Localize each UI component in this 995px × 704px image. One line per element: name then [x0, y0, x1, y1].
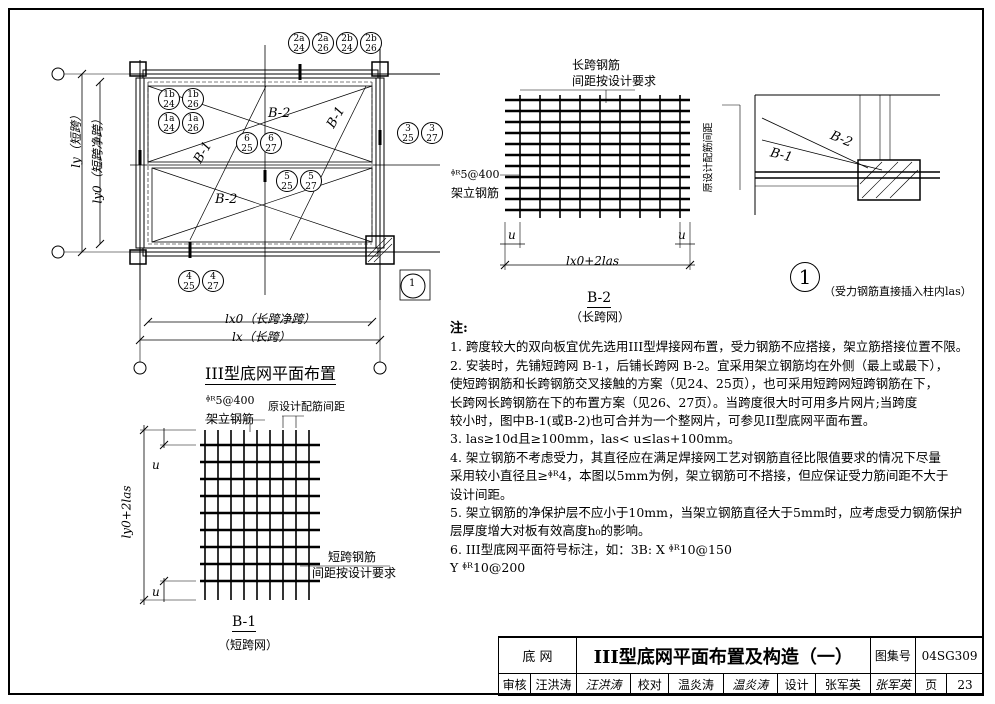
b1-top-label1: ᶲᴿ5@400 [206, 394, 255, 407]
b2-left-label1: ᶲᴿ5@400 [451, 168, 500, 181]
note-line: 2. 安装时，先铺短跨网 B-1，后铺长跨网 B-2。宜采用架立钢筋均在外侧（最… [450, 357, 949, 373]
tb-check-label: 校对 [630, 673, 670, 696]
b2-title: B-2 [587, 290, 612, 308]
note-line: 层厚度增大对板有效高度h₀的影响。 [450, 523, 651, 539]
tb-review-label: 审核 [497, 673, 532, 696]
b2-subtitle: （长跨网） [570, 310, 631, 324]
title-block: 底 网 III型底网平面布置及构造（一） 图集号 04SG309 审核 汪洪涛 … [497, 637, 984, 696]
detail-number: 1 [790, 262, 820, 292]
plan-b2-top: B-2 [268, 106, 291, 121]
tb-designer: 张军英 [815, 673, 871, 696]
note-line: 长跨网长跨钢筋在下的布置方案（见26、27页）。当跨度很大时可用多片网片;当跨度 [450, 394, 918, 410]
plan-detail-ref: 1 [409, 278, 416, 289]
b1-mesh [139, 415, 390, 605]
tb-design-label: 设计 [776, 673, 817, 696]
b1-top-label3: 原设计配筋间距 [268, 400, 345, 413]
note-line: 5. 架立钢筋的净保护层不应小于10mm，当架立钢筋直径大于5mm时，应考虑受力… [450, 505, 963, 521]
tb-atlas-label: 图集号 [869, 637, 917, 674]
detail-1 [722, 94, 940, 215]
ly-label: ly（短跨） [68, 109, 83, 168]
tb-checker-sig: 温炎涛 [722, 673, 778, 696]
tb-page-no: 23 [946, 673, 984, 696]
tb-atlas-no: 04SG309 [915, 637, 984, 674]
lx-label: lx（长跨） [232, 330, 291, 344]
note-line: 6. III型底网平面符号标注，如：3B: X ᶲᴿ10@150 [450, 541, 732, 557]
b1-subtitle: （短跨网） [218, 638, 279, 652]
b1-right-label1: 短跨钢筋 [328, 550, 377, 564]
b2-top-label1: 长跨钢筋 [572, 58, 621, 72]
b2-u-right: u [678, 228, 686, 242]
tb-category: 底 网 [498, 637, 577, 674]
note-line: 较小时，图中B-1(或B-2)也可合并为一个整网片，可参见II型底网平面布置。 [450, 413, 876, 429]
note-line: 采用较小直径且≥ᶲᴿ4，本图以5mm为例，架立钢筋可不搭接，但应保证受力筋间距不… [450, 468, 949, 484]
note-line: 1. 跨度较大的双向板宜优先选用III型焊接网布置，受力钢筋不应搭接，架立筋搭接… [450, 339, 969, 355]
b2-mesh [500, 89, 695, 270]
notes: 注: 1. 跨度较大的双向板宜优先选用III型焊接网布置，受力钢筋不应搭接，架立… [450, 320, 990, 578]
b1-u-bottom: u [152, 585, 160, 599]
drawing-frame [8, 8, 984, 695]
lx0-label: lx0（长跨净跨） [225, 312, 316, 326]
tb-reviewer: 汪洪涛 [530, 673, 577, 696]
b2-top-label2: 间距按设计要求 [572, 74, 657, 88]
tb-checker: 温炎涛 [668, 673, 724, 696]
b1-top-label2: 架立钢筋 [206, 412, 255, 426]
plan-b2-bottom: B-2 [215, 192, 238, 207]
b1-title: B-1 [232, 614, 257, 632]
note-line: 4. 架立钢筋不考虑受力，其直径应在满足焊接网工艺对钢筋直径比限值要求的情况下尽… [450, 449, 941, 465]
ly0-label: ly0（短跨净跨） [90, 113, 105, 204]
b1-dim: ly0+2las [119, 485, 134, 539]
tb-reviewer-sig: 汪洪涛 [575, 673, 632, 696]
tb-designer-sig: 张军英 [869, 673, 917, 696]
note-line: 3. las≥10d且≥100mm，las< u≤las+100mm。 [450, 431, 741, 447]
detail-side-label: 原设计配筋间距 [703, 122, 715, 193]
b2-dim: lx0+2las [566, 254, 620, 268]
note-line: Y ᶲᴿ10@200 [450, 560, 526, 576]
detail-caption: （受力钢筋直接插入柱内las） [824, 285, 972, 298]
notes-head: 注: [450, 321, 468, 336]
b2-u-left: u [508, 228, 516, 242]
plan-title: III型底网平面布置 [205, 364, 336, 385]
plan-view [51, 40, 440, 375]
note-line: 设计间距。 [450, 486, 513, 502]
note-line: 使短跨钢筋和长跨钢筋交叉接触的方案（见24、25页），也可采用短跨网短跨钢筋在下… [450, 376, 939, 392]
b2-left-label2: 架立钢筋 [451, 186, 500, 200]
tb-title: III型底网平面布置及构造（一） [575, 637, 871, 674]
b1-u-top: u [152, 458, 160, 472]
tb-page-label: 页 [915, 673, 948, 696]
b1-right-label2: 间距按设计要求 [312, 566, 397, 580]
